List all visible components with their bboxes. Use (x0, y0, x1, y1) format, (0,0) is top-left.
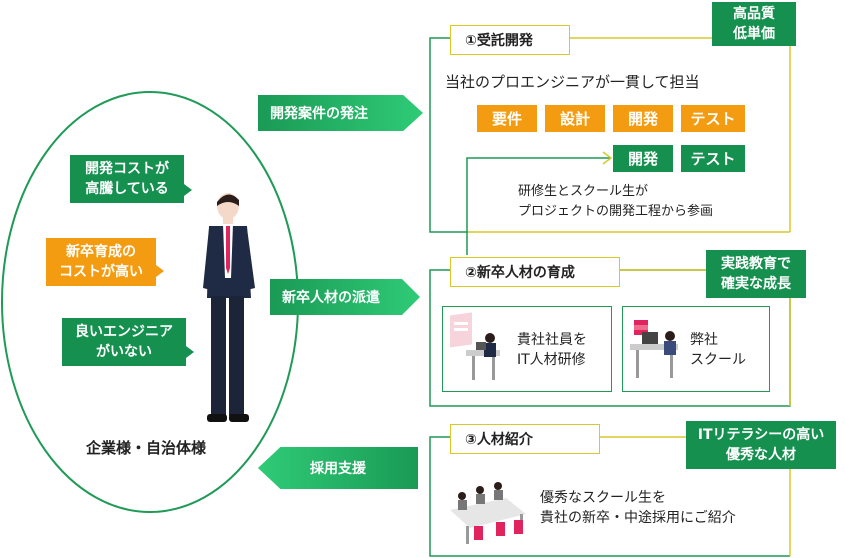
section3-frame (429, 436, 790, 557)
section1-badge: 高品質 低単価 (712, 2, 796, 46)
arrow-dispatch: 新卒人材の派遣 (270, 279, 420, 315)
card1-label: 貴社社員を IT人材研修 (517, 332, 587, 368)
section1-lead: 当社のプロエンジニアが一貫して担当 (445, 73, 700, 91)
phase-test: テスト (681, 105, 745, 132)
section1-title: ①受託開発 (450, 25, 570, 55)
card2-label: 弊社 スクール (690, 332, 746, 368)
trainee-phase-development: 開発 (613, 145, 673, 172)
training-illustration-icon (450, 312, 500, 380)
trainee-note: 研修生とスクール生が プロジェクトの開発工程から参画 (518, 184, 714, 219)
section1-frame (429, 37, 468, 233)
phase-requirements: 要件 (477, 105, 537, 132)
arrow-dev-order: 開発案件の発注 (258, 95, 423, 131)
section3-title: ③人材紹介 (450, 424, 600, 454)
bubble-tail (184, 184, 192, 196)
businessman-icon (203, 193, 255, 422)
problem-cost-rising: 開発コストが 高騰している (70, 155, 184, 203)
school-illustration-icon (630, 320, 678, 378)
problem-no-engineers: 良いエンジニア がいない (62, 318, 186, 366)
trainee-phase-test: テスト (681, 145, 745, 172)
client-label: 企業様・自治体様 (86, 439, 207, 457)
phase-development: 開発 (613, 105, 673, 132)
meeting-illustration-icon (450, 482, 526, 544)
section3-desc: 優秀なスクール生を 貴社の新卒・中途採用にご紹介 (540, 490, 736, 526)
section2-title: ②新卒人材の育成 (450, 257, 620, 287)
bubble-tail (156, 265, 164, 277)
trainee-line (466, 157, 610, 255)
phase-design: 設計 (545, 105, 605, 132)
arrow-recruit-support: 採用支援 (258, 447, 418, 489)
section2-badge: 実践教育で 確実な成長 (706, 250, 806, 298)
section3-badge: ITリテラシーの高い 優秀な人材 (686, 421, 836, 469)
bubble-tail (186, 346, 194, 358)
problem-training-cost: 新卒育成の コストが高い (46, 238, 156, 286)
